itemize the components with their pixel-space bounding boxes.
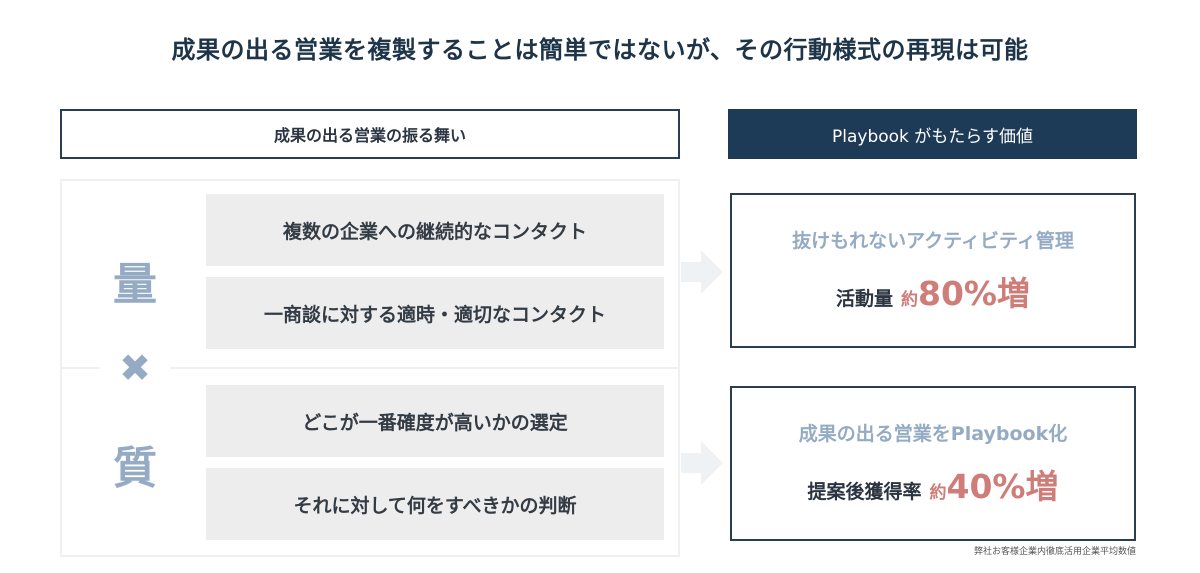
metric-value: 80%増 xyxy=(918,274,1030,313)
footnote: 弊社お客様企業内徹底活用企業平均数値 xyxy=(973,547,1136,557)
arrow-right-icon xyxy=(681,250,723,294)
quantity-item-2: 一商談に対する適時・適切なコンタクト xyxy=(206,277,664,349)
result-metric: 活動量 約 80%増 xyxy=(836,267,1030,315)
right-section-header: Playbook がもたらす価値 xyxy=(728,109,1137,159)
result-box-activity: 抜けもれないアクティビティ管理 活動量 約 80%増 xyxy=(730,193,1136,348)
quality-item-2: それに対して何をすべきかの判断 xyxy=(206,468,664,540)
quality-label: 質 xyxy=(113,443,157,494)
quantity-item-1: 複数の企業への継続的なコンタクト xyxy=(206,194,664,266)
result-headline: 抜けもれないアクティビティ管理 xyxy=(792,230,1074,252)
quantity-label: 量 xyxy=(113,259,157,310)
metric-label: 提案後獲得率 xyxy=(807,481,922,503)
result-box-conversion: 成果の出る営業をPlaybook化 提案後獲得率 約 40%増 xyxy=(730,386,1136,541)
metric-prefix: 約 xyxy=(929,483,947,503)
metric-prefix: 約 xyxy=(901,290,918,310)
times-icon: ✖ xyxy=(100,343,170,393)
result-headline: 成果の出る営業をPlaybook化 xyxy=(798,423,1068,445)
metric-value: 40%増 xyxy=(946,467,1059,506)
quality-item-1: どこが一番確度が高いかの選定 xyxy=(206,385,664,457)
arrow-right-icon xyxy=(681,441,723,485)
metric-label: 活動量 xyxy=(835,288,893,310)
result-metric: 提案後獲得率 約 40%増 xyxy=(807,460,1058,508)
left-section-header: 成果の出る営業の振る舞い xyxy=(60,109,680,159)
page-title: 成果の出る営業を複製することは簡単ではないが、その行動様式の再現は可能 xyxy=(171,36,1029,64)
